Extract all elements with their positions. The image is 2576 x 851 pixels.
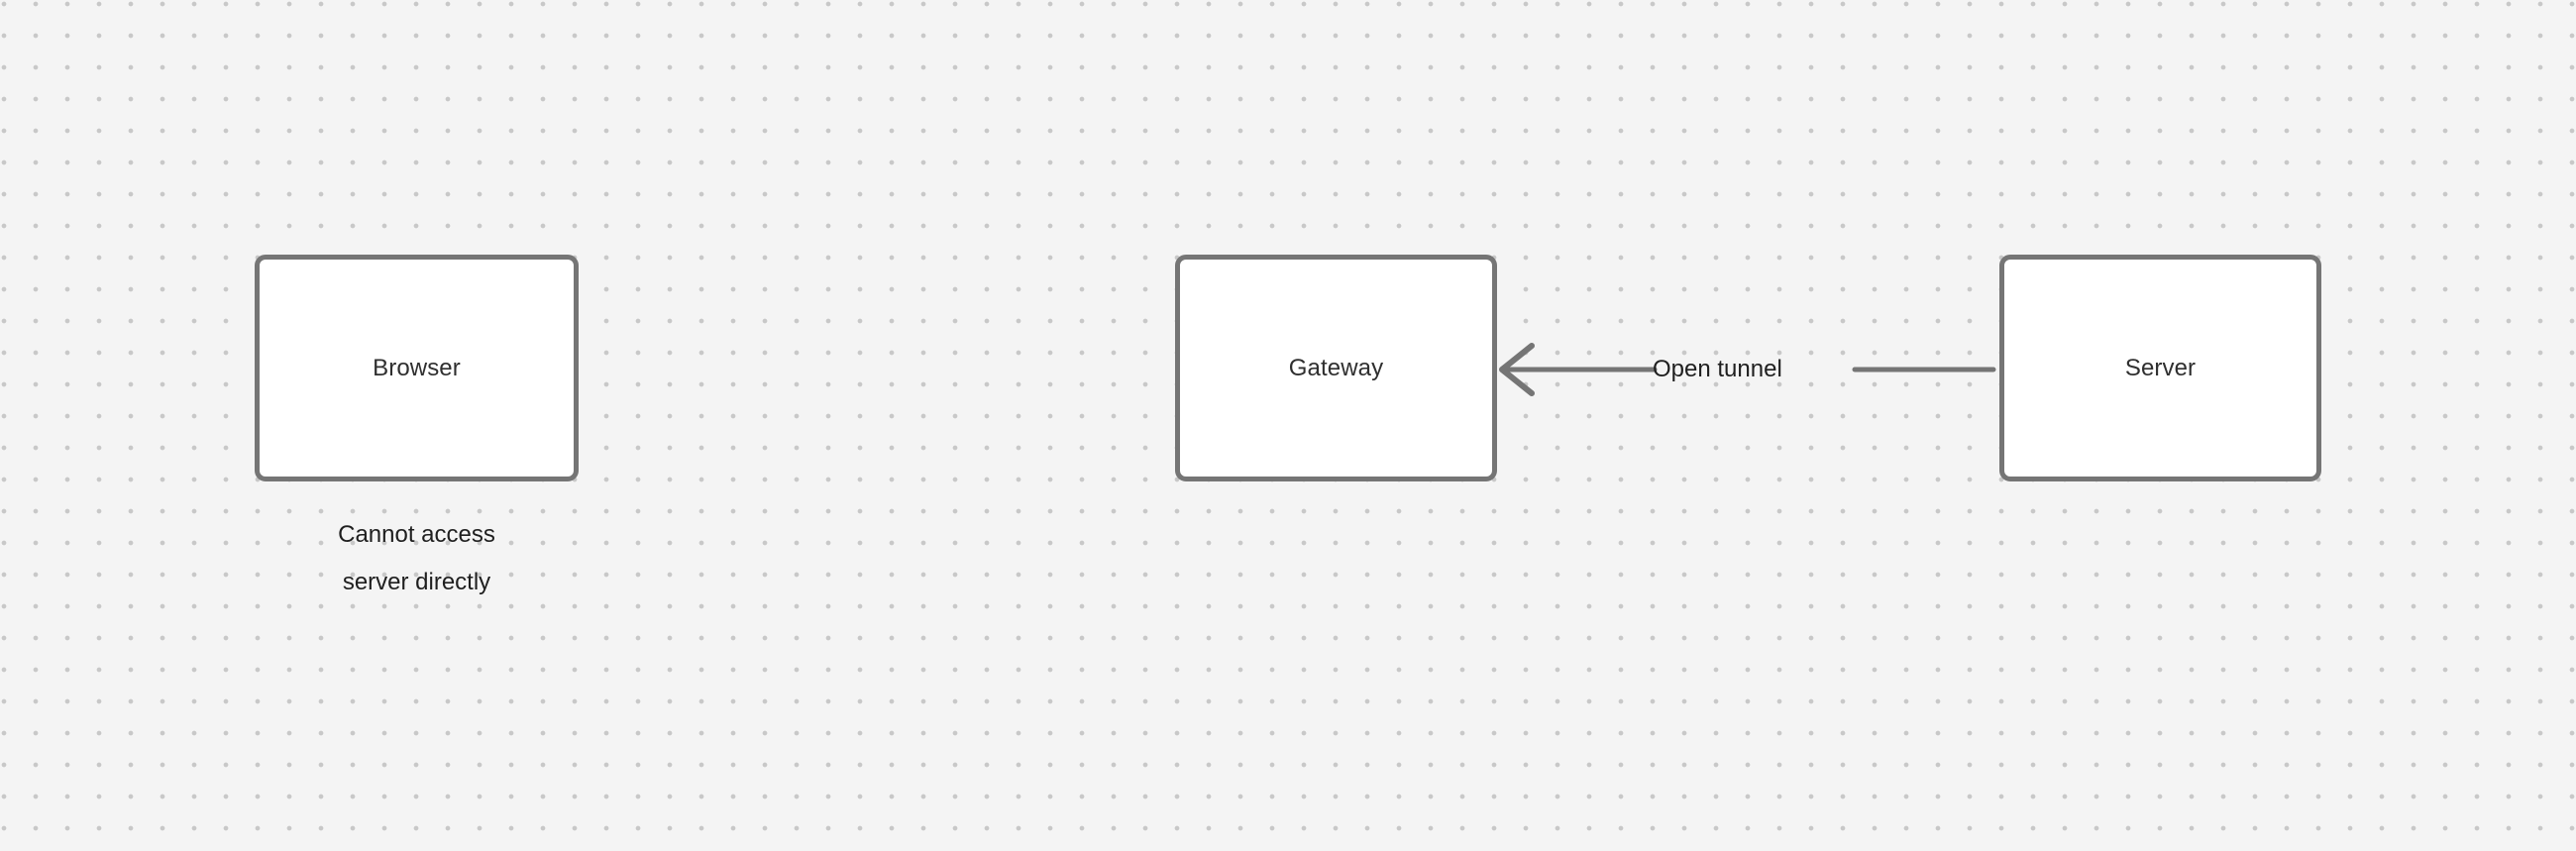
edge-open-tunnel-label: Open tunnel <box>1653 356 1782 382</box>
node-browser-label: Browser <box>373 354 461 381</box>
node-browser[interactable]: Browser <box>255 255 579 481</box>
browser-note-line-2: server directly <box>342 569 491 595</box>
node-server-label: Server <box>2124 354 2197 381</box>
browser-note: Cannot access server directly <box>255 511 579 606</box>
node-server[interactable]: Server <box>1999 255 2321 481</box>
edge-server-to-gateway[interactable] <box>1486 327 2026 416</box>
node-gateway-label: Gateway <box>1288 354 1384 381</box>
browser-note-line-1: Cannot access <box>338 521 495 548</box>
edge-open-tunnel-graphic <box>1499 343 1996 396</box>
arrowhead-left-icon <box>1499 343 1535 396</box>
node-gateway[interactable]: Gateway <box>1175 255 1497 481</box>
